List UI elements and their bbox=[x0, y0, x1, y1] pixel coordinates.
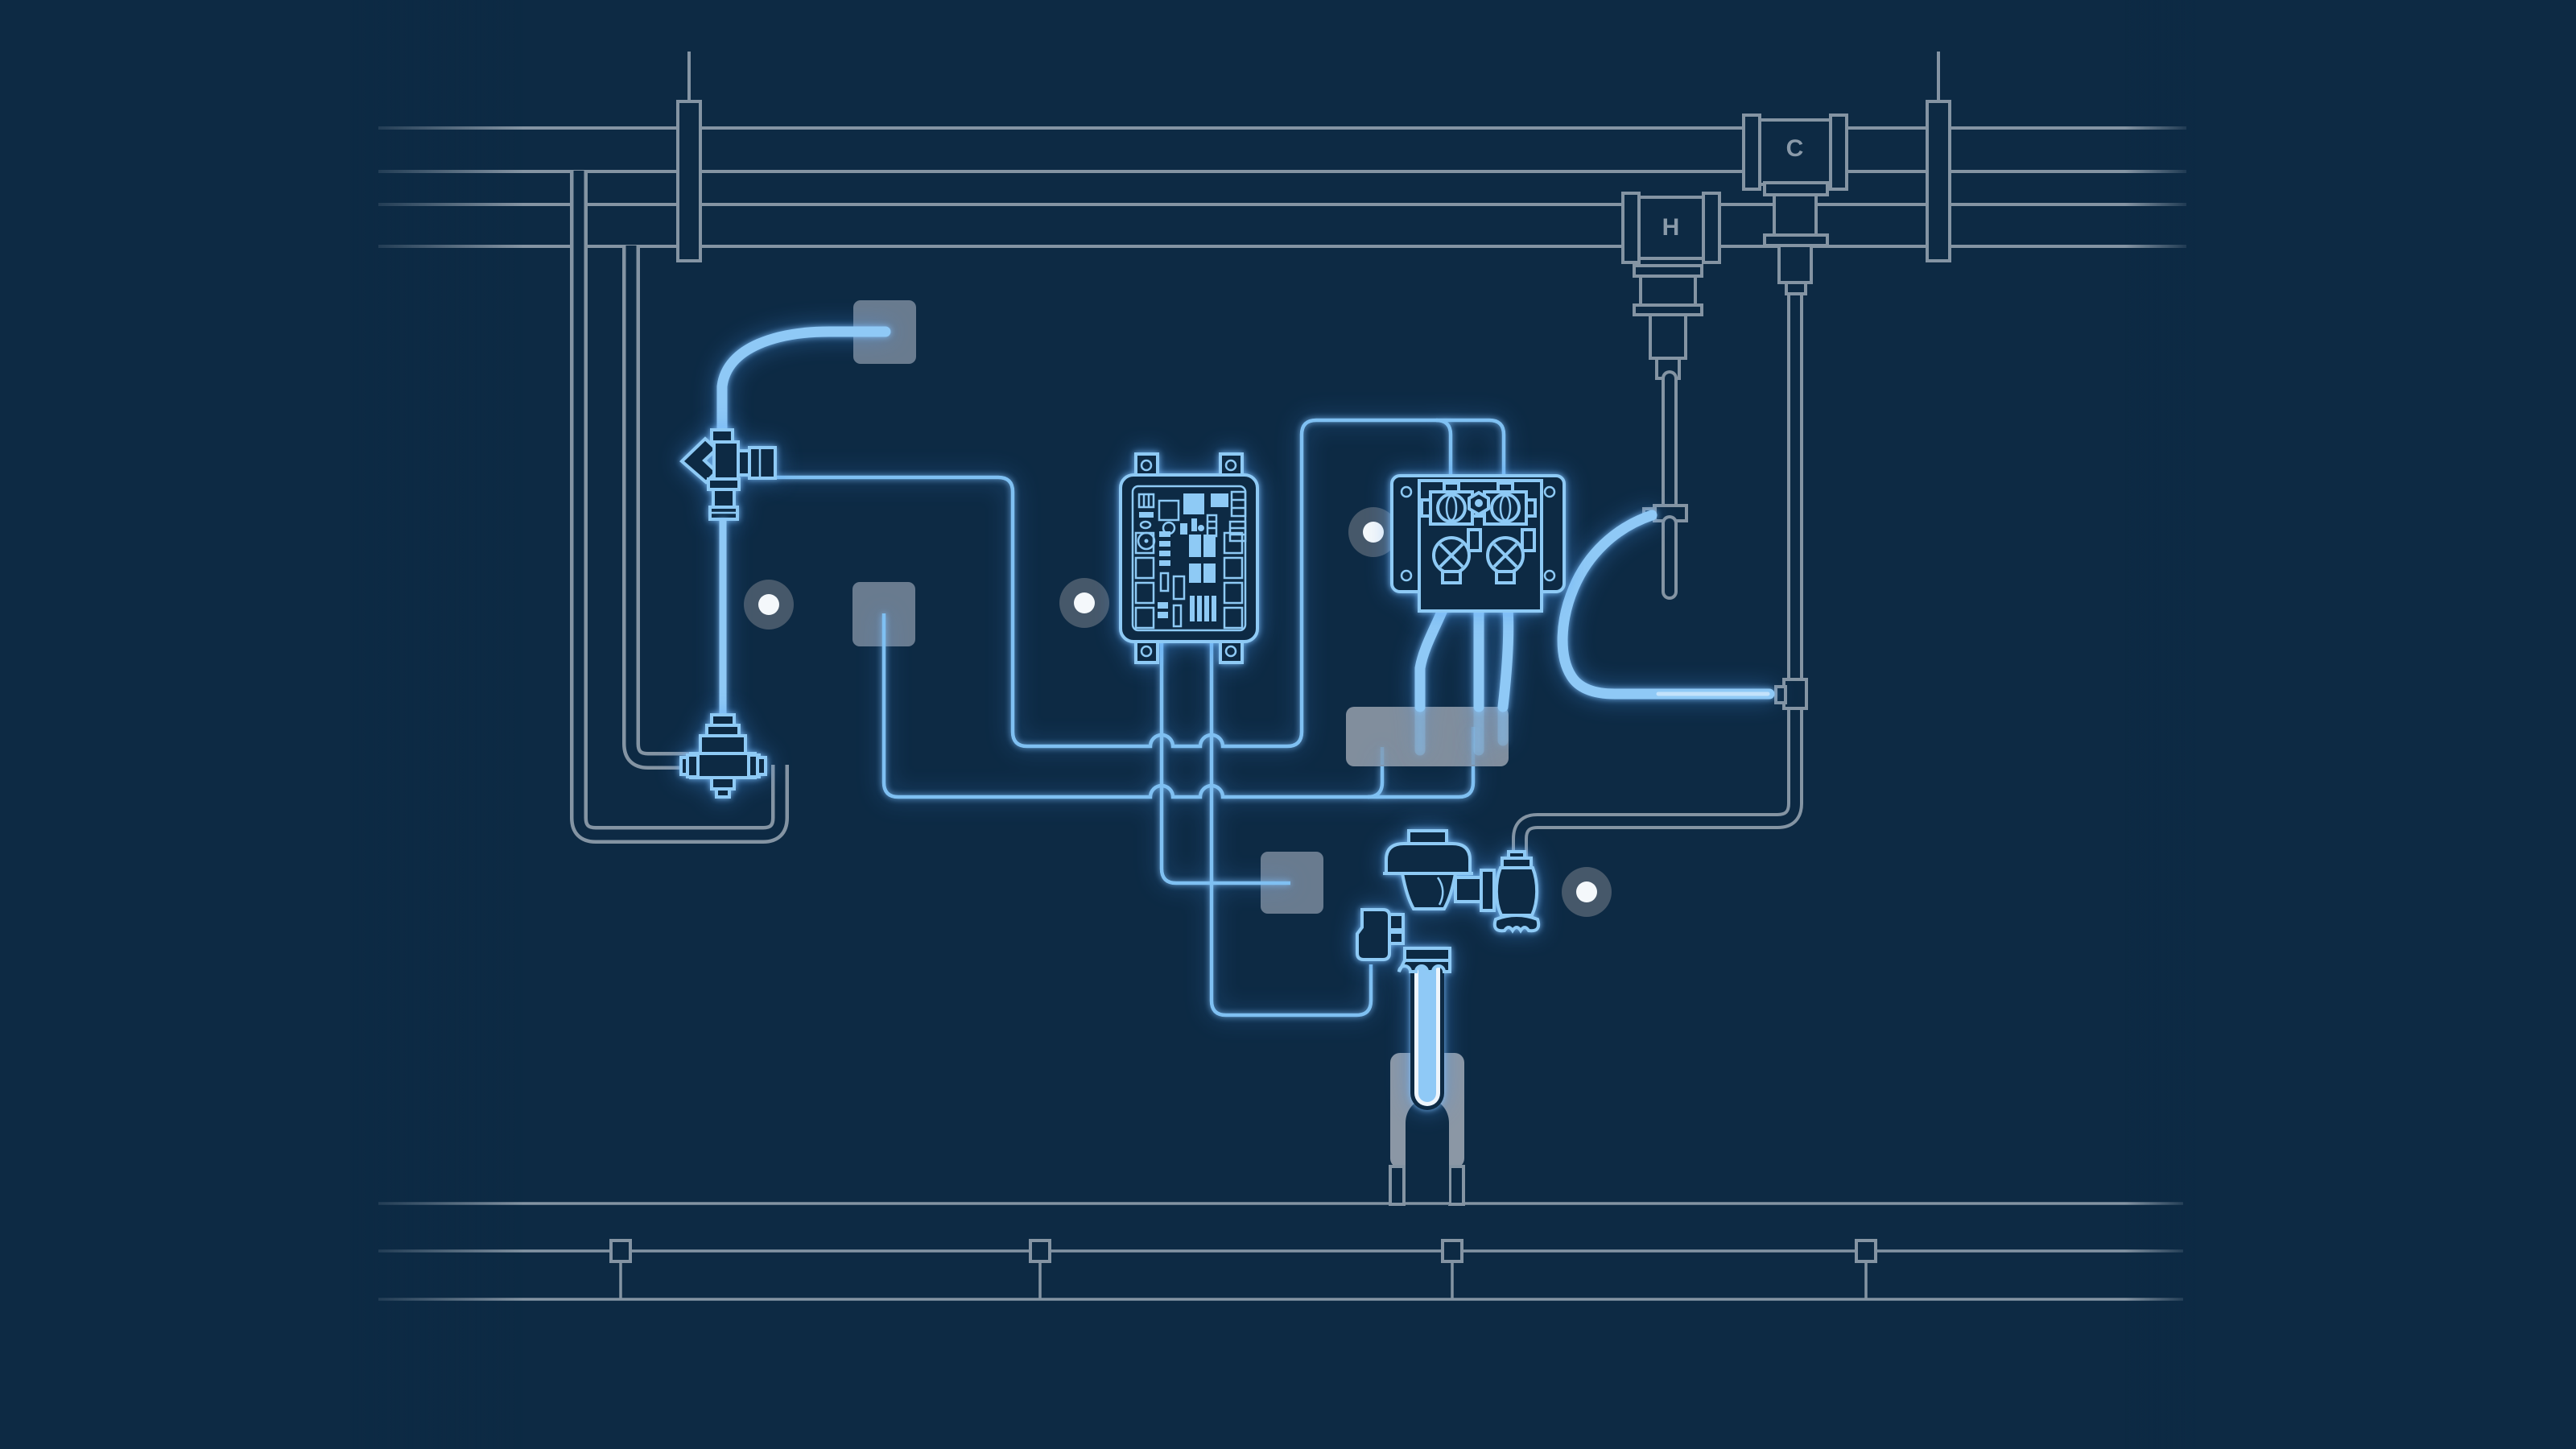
fixture-spud bbox=[1389, 1053, 1465, 1206]
hot-label: H bbox=[1662, 214, 1681, 241]
cold-label: C bbox=[1786, 135, 1805, 162]
mount-tab bbox=[1134, 452, 1159, 478]
pcb-board bbox=[1131, 485, 1247, 632]
temperature-probe bbox=[1642, 370, 1688, 600]
supply-drop-pipe bbox=[1512, 292, 1808, 863]
right-fade bbox=[2125, 0, 2198, 1449]
mixing-valve[interactable] bbox=[679, 713, 767, 799]
wire-valve-to-panel bbox=[775, 418, 1506, 749]
hotspot-marker[interactable] bbox=[1562, 867, 1612, 917]
flushometer[interactable] bbox=[1356, 829, 1541, 1110]
flush-body bbox=[1400, 872, 1458, 910]
mount-tab bbox=[1219, 452, 1244, 478]
panel-shutoff-valves bbox=[1432, 528, 1536, 584]
callout-placeholder-center[interactable] bbox=[1261, 852, 1323, 914]
mount-tab bbox=[1134, 638, 1159, 664]
floor-lines bbox=[378, 1202, 2183, 1301]
solenoid-module[interactable] bbox=[1356, 908, 1405, 961]
qfp-chip-icon bbox=[1183, 493, 1204, 514]
hotspot-marker[interactable] bbox=[744, 580, 794, 630]
stop-wheel-icon bbox=[1492, 914, 1541, 934]
hot-drop-pipe bbox=[622, 246, 689, 770]
wire-module-to-solenoid bbox=[1209, 636, 1373, 1018]
hot-tee-fitting: H bbox=[1621, 192, 1721, 380]
pipe-hanger-right bbox=[1926, 52, 1951, 262]
pipe-hanger-left bbox=[676, 52, 702, 262]
monitor-valve-panel[interactable] bbox=[1390, 474, 1566, 613]
tube-probe-to-supply bbox=[1557, 510, 1775, 700]
floor-anchor-nodes bbox=[609, 1239, 1877, 1299]
chip-icon bbox=[1158, 499, 1180, 522]
signal-wires bbox=[775, 418, 1506, 1018]
module-enclosure bbox=[1119, 473, 1259, 643]
terminal-blocks bbox=[1134, 531, 1244, 630]
mount-tab bbox=[1219, 638, 1244, 664]
panel-top-valves bbox=[1420, 481, 1537, 526]
wire-module-to-callout bbox=[1159, 636, 1290, 886]
check-valve-assembly[interactable] bbox=[679, 428, 777, 521]
hotspot-markers bbox=[744, 507, 1612, 917]
hotspot-marker[interactable] bbox=[1348, 507, 1398, 557]
flush-dome bbox=[1385, 842, 1472, 875]
cold-drop-loop-pipe bbox=[570, 171, 789, 844]
wire-callout-to-box bbox=[881, 613, 1476, 799]
control-module-pcb[interactable] bbox=[1119, 452, 1259, 664]
tube-callout-to-valve bbox=[716, 326, 891, 442]
coupling bbox=[1403, 947, 1451, 962]
right-margin bbox=[2196, 0, 2576, 1449]
ceiling-pipes bbox=[378, 126, 2186, 248]
left-fade bbox=[346, 0, 523, 1449]
tube-fitting-nub bbox=[1774, 685, 1787, 704]
hotspot-marker[interactable] bbox=[1059, 578, 1109, 628]
callout-placeholder-wide[interactable] bbox=[1346, 707, 1509, 766]
flush-cap-button bbox=[1407, 829, 1448, 845]
check-valve-icon bbox=[679, 436, 719, 485]
left-margin bbox=[0, 0, 349, 1449]
control-stop[interactable] bbox=[1492, 850, 1541, 934]
coupling-nut bbox=[1397, 959, 1451, 973]
cold-tee-fitting: C bbox=[1742, 114, 1848, 295]
